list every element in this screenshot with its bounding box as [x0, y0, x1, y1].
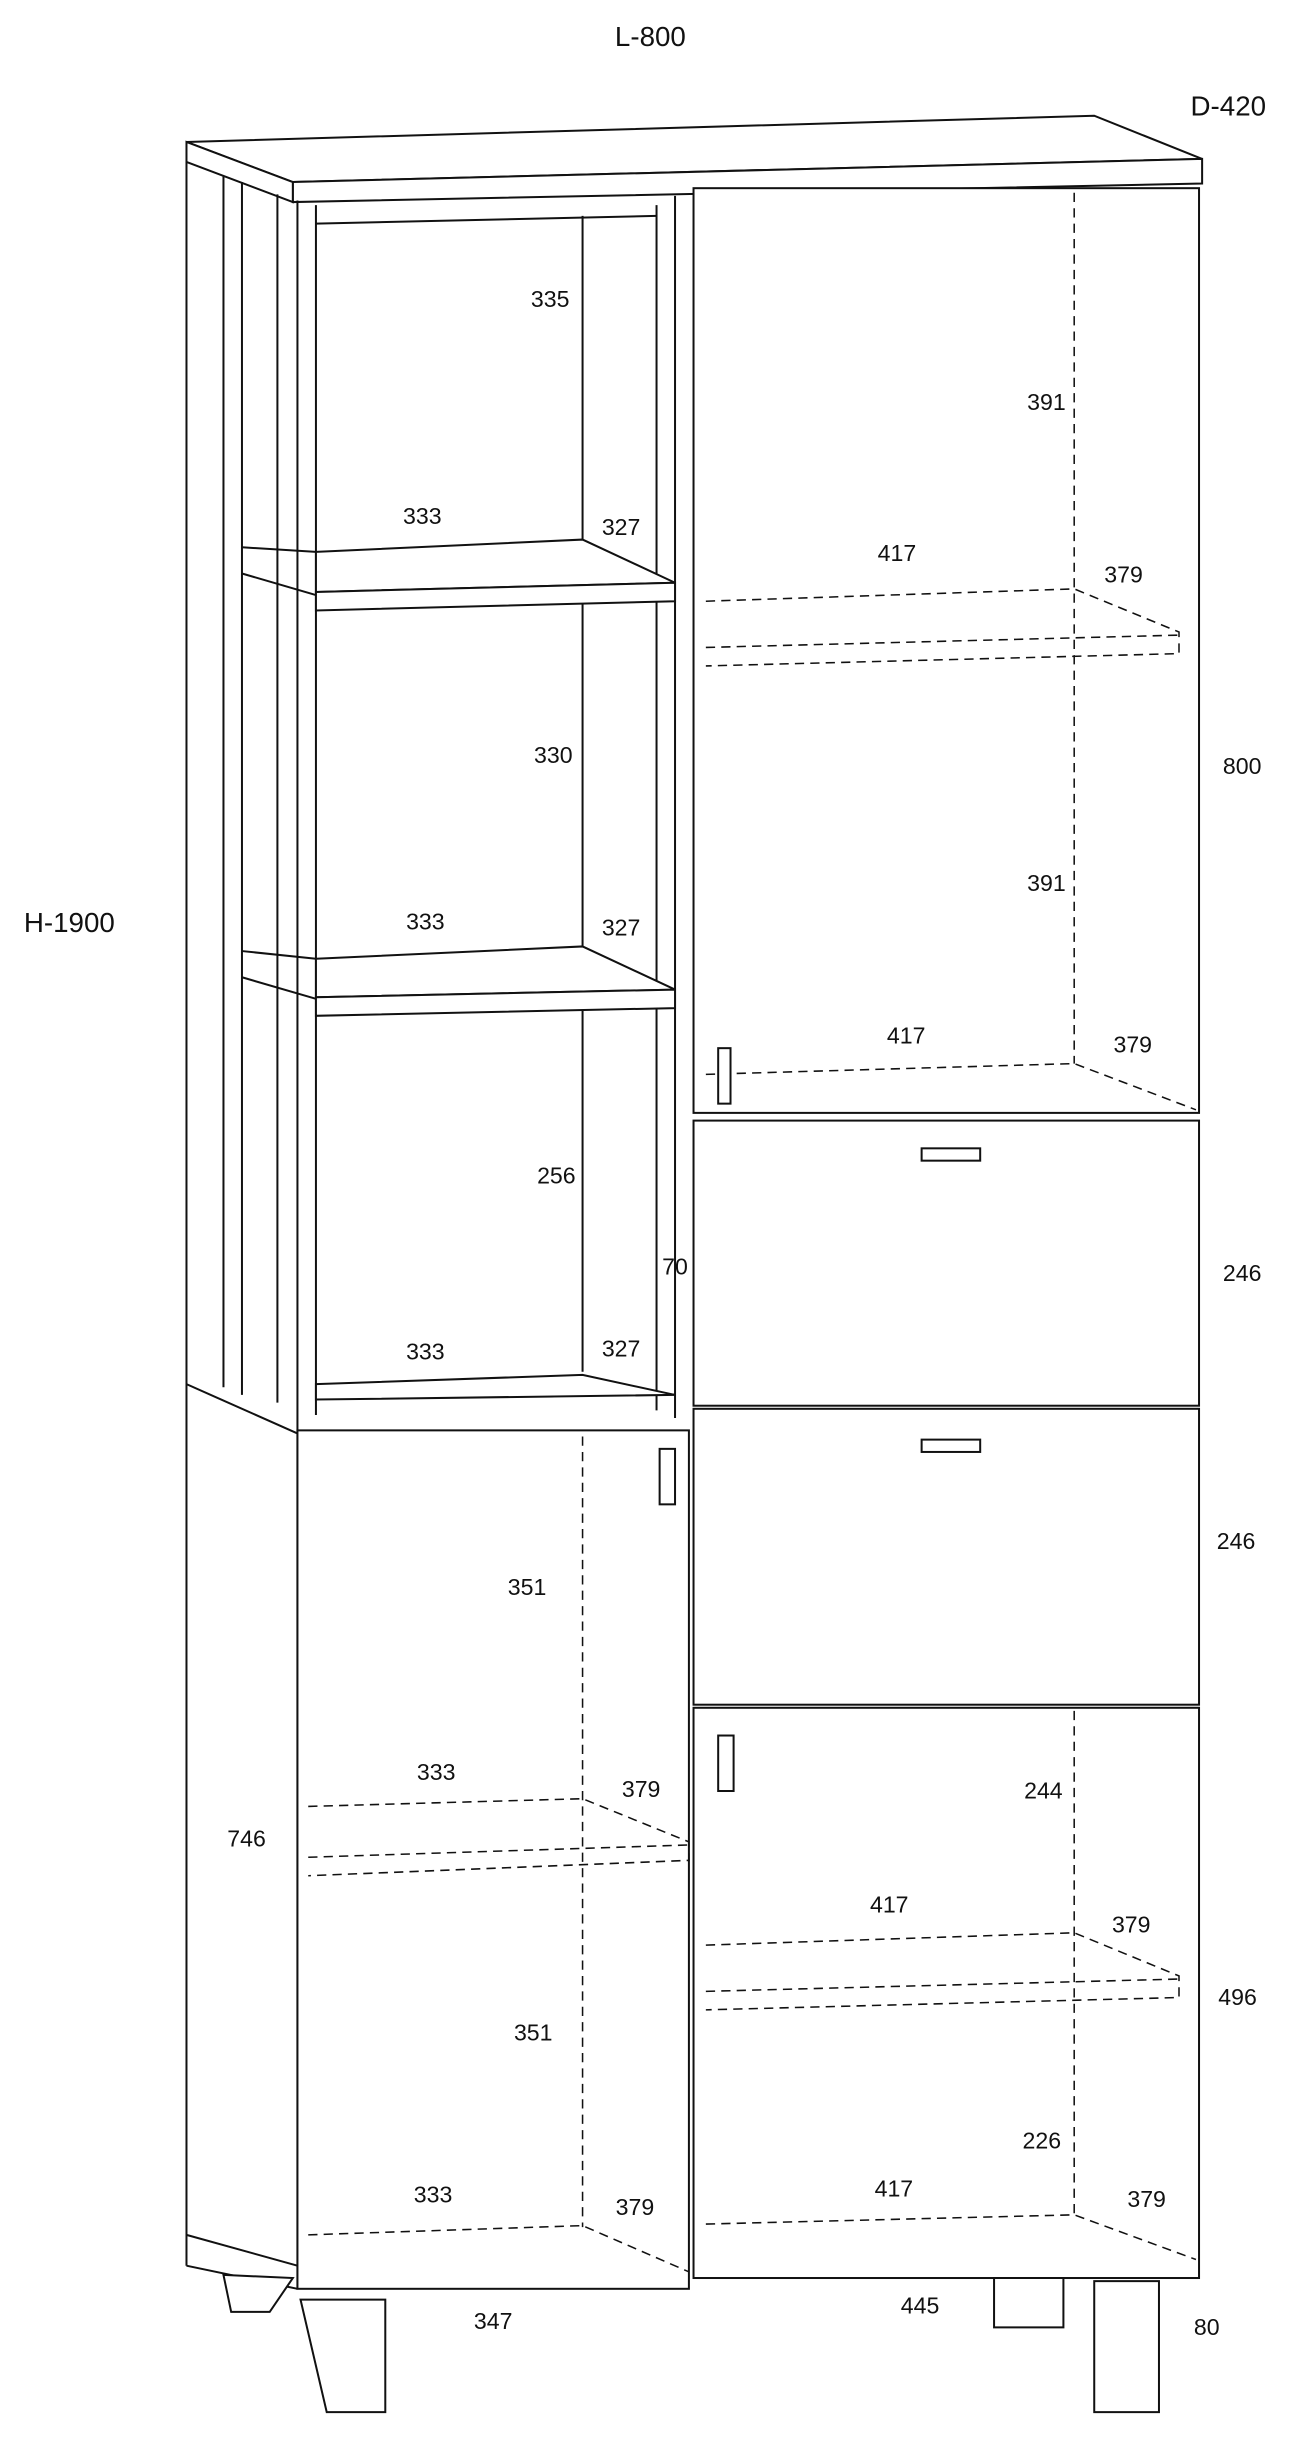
dimension-labels: 335 391 333 327 417 379 330 800 391 333 327 417 379 2… [227, 286, 1261, 2340]
dimension-label: 800 [1223, 753, 1262, 779]
dimension-label: 391 [1027, 870, 1066, 896]
dimension-label: 327 [602, 915, 641, 941]
dimension-label: 379 [1113, 1032, 1152, 1058]
drawer-handle[interactable] [920, 1438, 982, 1453]
dimension-label: 244 [1024, 1778, 1063, 1804]
dimension-label: 496 [1218, 1984, 1257, 2010]
dimension-label: 347 [474, 2308, 513, 2334]
cabinet-body [185, 114, 1204, 2414]
dimension-label: 330 [534, 742, 573, 768]
dimension-label: 333 [414, 2181, 453, 2207]
dimension-label: 417 [875, 2175, 914, 2201]
dimension-label: 246 [1223, 1260, 1262, 1286]
lower-drawer[interactable] [692, 1407, 1201, 1706]
overall-height-label: H-1900 [24, 907, 115, 938]
open-shelving [241, 195, 677, 1419]
door-handle[interactable] [658, 1447, 677, 1506]
dimension-label: 226 [1023, 2128, 1062, 2154]
dimension-label: 379 [616, 2194, 655, 2220]
dimension-label: 417 [878, 540, 917, 566]
drawer-handle[interactable] [920, 1147, 982, 1162]
dimension-label: 417 [870, 1892, 909, 1918]
dimension-label: 379 [1112, 1912, 1151, 1938]
dimension-label: 333 [406, 1338, 445, 1364]
dimension-label: 746 [227, 1825, 266, 1851]
dimension-label: 246 [1217, 1528, 1256, 1554]
lower-right-door[interactable] [692, 1706, 1201, 2280]
bottom-shelf [314, 1373, 676, 1401]
dimension-label: 445 [901, 2292, 940, 2318]
dimension-label: 327 [602, 514, 641, 540]
shelf [314, 945, 676, 999]
lower-left-door[interactable] [296, 1429, 690, 2290]
dimension-label: 417 [887, 1022, 926, 1048]
overall-width-label: L-800 [615, 21, 686, 52]
dimension-label: 351 [508, 1574, 547, 1600]
door-handle[interactable] [717, 1734, 735, 1793]
upper-drawer[interactable] [692, 1119, 1201, 1407]
dimension-label: 333 [406, 908, 445, 934]
door-handle[interactable] [717, 1047, 732, 1105]
dimension-label: 333 [417, 1759, 456, 1785]
dimension-label: 391 [1027, 389, 1066, 415]
dimension-label: 256 [537, 1163, 576, 1189]
legs [222, 2273, 1160, 2414]
dimension-label: 379 [622, 1776, 661, 1802]
dimension-label: 327 [602, 1335, 641, 1361]
dimension-label: 333 [403, 503, 442, 529]
overall-depth-label: D-420 [1191, 90, 1267, 121]
dimension-label: 379 [1127, 2186, 1166, 2212]
dimension-label: 335 [531, 286, 570, 312]
dimension-label: 351 [514, 2020, 553, 2046]
dimension-label: 80 [1194, 2314, 1220, 2340]
dimension-label: 70 [662, 1254, 688, 1280]
dimension-label: 379 [1104, 562, 1143, 588]
upper-right-door[interactable] [692, 187, 1201, 1114]
